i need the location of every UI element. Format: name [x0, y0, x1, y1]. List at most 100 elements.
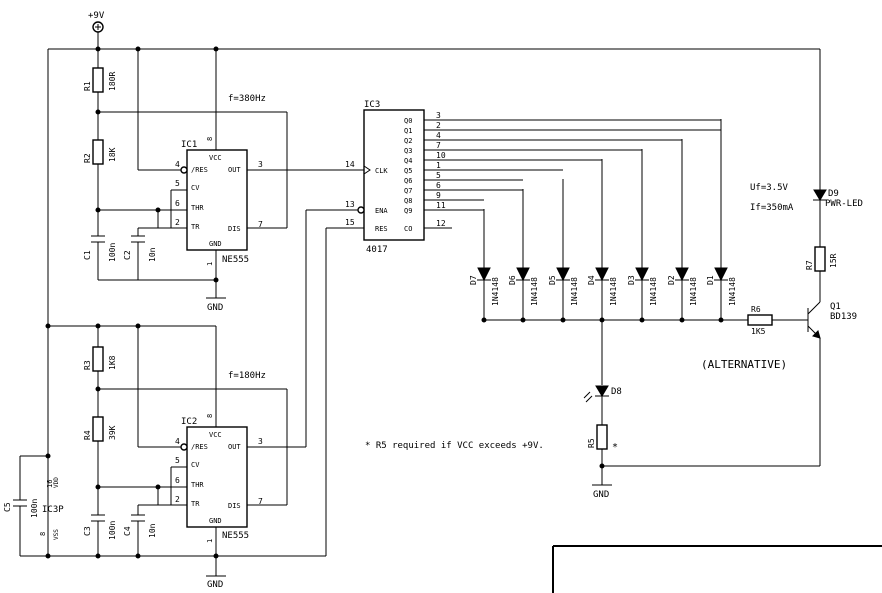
- diode-symbol: [635, 267, 649, 282]
- ic3-pinnum-q4: 10: [436, 151, 446, 160]
- d9-value: PWR-LED: [825, 199, 863, 209]
- supply-terminal: +9V: [88, 11, 105, 33]
- ic2-pin-cv: CV: [191, 461, 200, 469]
- ic3-pinnum-q2: 4: [436, 131, 441, 140]
- capacitor-c3: C3 100n: [83, 514, 117, 556]
- ic1-pinnum-cv: 5: [175, 179, 180, 188]
- ic3-pin-res: RES: [375, 225, 388, 233]
- ic2-pin-out: OUT: [228, 443, 241, 451]
- ic3-pinnum-co: 12: [436, 219, 446, 228]
- ic3-pin-co: CO: [404, 225, 412, 233]
- r6-name: R6: [751, 305, 761, 314]
- ic2-pinnum-res: 4: [175, 437, 180, 446]
- r5-gnd-label: GND: [593, 490, 609, 500]
- ic1-pinnum-gnd: 1: [206, 262, 214, 266]
- diode-name: D4: [587, 275, 596, 285]
- title-block: [552, 545, 882, 593]
- diode-symbol: [516, 267, 530, 282]
- diode-symbol: [714, 267, 728, 282]
- diode-name: D1: [706, 275, 715, 285]
- r2-name: R2: [83, 153, 92, 163]
- c2-value: 10n: [148, 247, 157, 262]
- r1-name: R1: [83, 81, 92, 91]
- ic1-pinnum-dis: 7: [258, 220, 263, 229]
- ic3-pin-q7: Q7: [404, 187, 412, 195]
- ic3p-vdd: VDD: [53, 477, 60, 488]
- resistor-r4: R4 39K: [83, 416, 117, 515]
- ic1-pin-res: /RES: [191, 166, 208, 174]
- ic3-pinnum-q9: 11: [436, 201, 446, 210]
- r3-name: R3: [83, 360, 92, 370]
- ic1-pinnum-out: 3: [258, 160, 263, 169]
- annotation-r5-note: * R5 required if VCC exceeds +9V.: [365, 441, 544, 451]
- ic2-pinnum-out: 3: [258, 437, 263, 446]
- r7-name: R7: [805, 260, 814, 270]
- ic3-pin-clk: CLK: [375, 167, 388, 175]
- ic3-part: 4017: [366, 245, 388, 255]
- ic1-pin-thr: THR: [191, 204, 204, 212]
- ic3p-vss-num: 8: [39, 532, 47, 536]
- ic2-pinnum-gnd: 1: [206, 539, 214, 543]
- ic3-pinnum-q7: 6: [436, 181, 441, 190]
- ic3-pin-q0: Q0: [404, 117, 412, 125]
- ic3p-name: IC3P: [42, 505, 64, 515]
- ic2-pinnum-tr: 2: [175, 495, 180, 504]
- r3-value: 1K8: [108, 355, 117, 370]
- r5-value: *: [612, 442, 618, 453]
- diode-value: 1N4148: [570, 277, 579, 306]
- ic2-pinnum-thr: 6: [175, 476, 180, 485]
- capacitor-c4: C4 10n: [123, 504, 171, 556]
- diode-bus: [484, 319, 748, 385]
- diode-symbol: [556, 267, 570, 282]
- d9-name: D9: [828, 189, 839, 199]
- ic2-wiring: [20, 209, 364, 576]
- diode-name: D3: [627, 275, 636, 285]
- ic3p-power: IC3P 16 VDD 8 VSS C5 100n: [3, 453, 64, 556]
- c4-name: C4: [123, 526, 132, 536]
- r5-name: R5: [587, 438, 596, 448]
- ic2-pin-res: /RES: [191, 443, 208, 451]
- ic2-pin-thr: THR: [191, 481, 204, 489]
- r2-value: 18K: [108, 147, 117, 162]
- diode-name: D7: [469, 275, 478, 285]
- ic2-name: IC2: [181, 417, 197, 427]
- ic3-name: IC3: [364, 100, 380, 110]
- diode-value: 1N4148: [649, 277, 658, 306]
- ic2-frequency: f=180Hz: [228, 371, 266, 381]
- resistor-r5: R5 * GND: [587, 424, 618, 500]
- q1-name: Q1: [830, 302, 841, 312]
- diode-value: 1N4148: [530, 277, 539, 306]
- c2-name: C2: [123, 250, 132, 260]
- ic3-pinnum-q0: 3: [436, 111, 441, 120]
- ic3-pinnum-q6: 5: [436, 171, 441, 180]
- ic2-pinnum-dis: 7: [258, 497, 263, 506]
- ic3p-vdd-num: 16: [46, 480, 54, 488]
- d8-name: D8: [611, 387, 622, 397]
- ic1-frequency: f=380Hz: [228, 94, 266, 104]
- r4-name: R4: [83, 430, 92, 440]
- ic1-part: NE555: [222, 255, 249, 265]
- ic1-pin-gnd: GND: [209, 240, 222, 248]
- led-d9: D9 PWR-LED: [813, 49, 863, 247]
- annotation-if: If=350mA: [750, 203, 794, 213]
- ic1-pin-cv: CV: [191, 184, 200, 192]
- capacitor-c2: C2 10n: [123, 227, 171, 280]
- c5-name: C5: [3, 502, 12, 512]
- ic1-timer: IC1 NE555 f=380Hz VCC /RES CV THR TR GND…: [175, 94, 266, 266]
- ic1-name: IC1: [181, 140, 197, 150]
- c4-value: 10n: [148, 523, 157, 538]
- annotation-uf: Uf=3.5V: [750, 183, 789, 193]
- ic2-ground: GND: [206, 575, 226, 590]
- ic3-pinnum-q8: 9: [436, 191, 441, 200]
- ic3-pin-q4: Q4: [404, 157, 412, 165]
- ic1-pinnum-vcc: 8: [206, 137, 214, 141]
- diode-symbol: [477, 267, 491, 282]
- ic2-pin-vcc: VCC: [209, 431, 222, 439]
- diode-symbol: [595, 267, 609, 282]
- resistor-r6: R6 1K5: [747, 305, 808, 336]
- q1-part: BD139: [830, 312, 857, 322]
- ic3-pin-q1: Q1: [404, 127, 412, 135]
- ic2-timer: IC2 NE555 f=180Hz VCC /RES CV THR TR GND…: [175, 371, 266, 543]
